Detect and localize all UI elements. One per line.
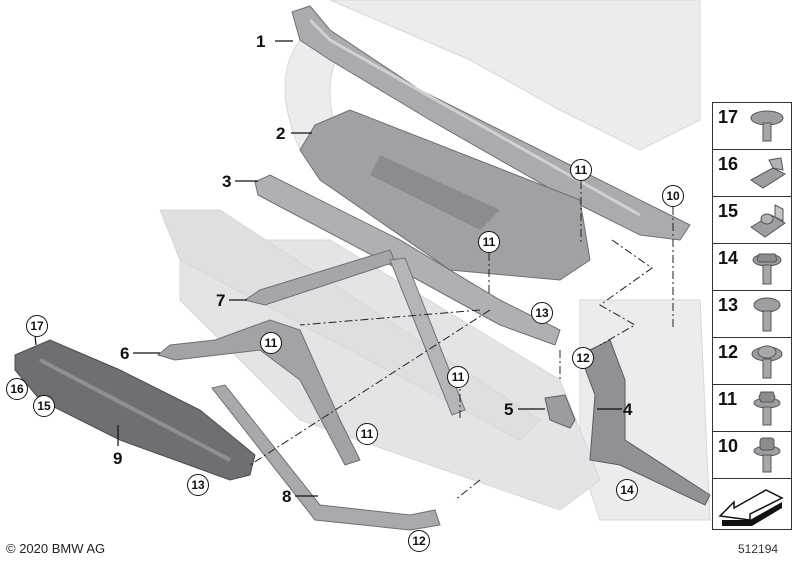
- part-label-4: 4: [623, 400, 633, 419]
- part-3-lower-crossmember: [254, 174, 561, 346]
- part-1-upper-crossmember: [291, 5, 691, 241]
- callout-16: 16: [6, 378, 28, 400]
- part-label-1: 1: [256, 32, 266, 51]
- part-6-brace: [156, 319, 361, 466]
- part-5-small-bracket: [544, 394, 576, 429]
- callout-13: 13: [187, 474, 209, 496]
- part-9-bracket: [14, 339, 256, 481]
- part-label-9: 9: [113, 449, 123, 468]
- driving-direction-arrow-icon: [718, 489, 784, 526]
- legend-direction-arrow: [712, 478, 792, 530]
- hex-bolt-with-washer-icon: [752, 253, 782, 285]
- image-number: 512194: [738, 542, 779, 556]
- torx-flange-bolt-icon: [753, 437, 781, 473]
- part-label-5: 5: [504, 400, 514, 419]
- callout-10: 10: [662, 185, 684, 207]
- part-8-tube-brace: [211, 384, 441, 531]
- leader-lines: [33, 40, 622, 497]
- callout-17: 17: [26, 315, 48, 337]
- part-label-6: 6: [120, 344, 130, 363]
- torx-screw-with-washer-icon: [751, 345, 783, 379]
- part-label-3: 3: [222, 172, 232, 191]
- copyright-text: © 2020 BMW AG: [6, 541, 106, 556]
- part-7-strut: [243, 249, 466, 416]
- callout-11: 11: [260, 332, 282, 354]
- callout-11: 11: [570, 159, 592, 181]
- part-2-cover-plate: [299, 109, 591, 281]
- legend-item-16: 16: [712, 149, 792, 196]
- legend-item-17: 17: [712, 102, 792, 149]
- legend-item-15: 15: [712, 196, 792, 243]
- legend-item-12: 12: [712, 337, 792, 384]
- legend-item-13: 13: [712, 290, 792, 337]
- part-label-8: 8: [282, 487, 292, 506]
- hex-flange-bolt-icon: [753, 391, 781, 426]
- legend-item-10: 10: [712, 431, 792, 478]
- spring-clip-icon: [750, 157, 787, 189]
- callout-11: 11: [447, 366, 469, 388]
- legend-item-11: 11: [712, 384, 792, 431]
- callout-12: 12: [408, 530, 430, 552]
- part-4-side-bracket: [579, 339, 711, 506]
- clip-nut-icon: [750, 204, 786, 238]
- pan-head-screw-icon: [753, 297, 781, 332]
- callout-11: 11: [478, 231, 500, 253]
- callout-12: 12: [572, 347, 594, 369]
- part-label-2: 2: [276, 124, 286, 143]
- screw-with-washer-icon: [750, 110, 784, 142]
- callout-13: 13: [531, 302, 553, 324]
- part-label-7: 7: [216, 291, 226, 310]
- fastener-legend: 17 16 15 14 13 12 11 10: [712, 102, 792, 530]
- callout-11: 11: [356, 423, 378, 445]
- callout-15: 15: [33, 395, 55, 417]
- callout-14: 14: [616, 479, 638, 501]
- legend-item-14: 14: [712, 243, 792, 290]
